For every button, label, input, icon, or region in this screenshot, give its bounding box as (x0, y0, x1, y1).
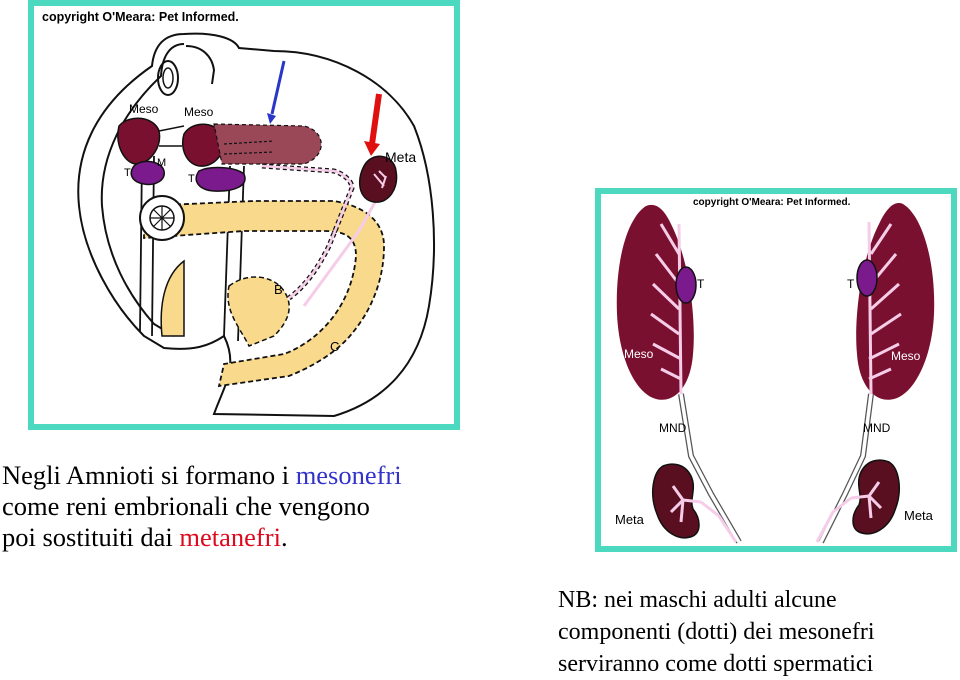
label-b: B (274, 282, 283, 297)
label-meso-left: Meso (129, 102, 159, 116)
testis-left (675, 266, 697, 304)
neural-tube (157, 60, 179, 96)
label-c: C (330, 339, 339, 354)
label-mnd-left: MND (659, 421, 687, 435)
label-meso-left: Meso (624, 347, 654, 361)
label-t-right: T (847, 277, 855, 291)
term-metanefri: metanefri (179, 522, 281, 552)
mesonephros-right (856, 203, 935, 400)
blue-arrow (270, 60, 286, 115)
copyright-text-2: copyright O'Meara: Pet Informed. (693, 197, 851, 208)
copyright-text: copyright O'Meara: Pet Informed. (42, 10, 239, 24)
label-m: M (157, 157, 166, 169)
caption-line-2: come reni embrionali che vengono (2, 491, 370, 521)
mesonephros-extension (213, 123, 322, 165)
nb-caption: NB: nei maschi adulti alcune componenti … (558, 584, 875, 680)
embryo-outline (77, 32, 435, 418)
label-meta: Meta (385, 149, 416, 165)
metanephros-right (852, 459, 901, 535)
nb-line-3: serviranno come dotti spermatici (558, 651, 874, 677)
term-mesonefri: mesonefri (295, 460, 402, 490)
embryo-illustration: Meso Meso Meta T M T B C (77, 32, 435, 418)
testis-right (856, 259, 878, 297)
nb-line-1: NB: nei maschi adulti alcune (558, 587, 837, 613)
label-t-left: T (697, 277, 705, 291)
nb-line-2: componenti (dotti) dei mesonefri (558, 619, 875, 645)
adult-diagram-panel: copyright O'Meara: Pet Informed. T T Mes… (595, 188, 957, 552)
mesonephros-left (616, 204, 694, 400)
embryo-diagram-panel: copyright O'Meara: Pet Informed. (28, 0, 460, 430)
gut-tube (143, 200, 385, 388)
label-mnd-right: MND (863, 421, 891, 435)
label-meta-right: Meta (904, 508, 934, 523)
caption-line-1: Negli Amnioti si formano i mesonefri (2, 460, 402, 490)
label-meso-right: Meso (184, 105, 214, 119)
caption-line-3: poi sostituiti dai metanefri. (2, 522, 288, 552)
main-caption: Negli Amnioti si formano i mesonefri com… (2, 460, 402, 553)
red-arrow (369, 93, 382, 145)
label-meso-right: Meso (891, 349, 921, 363)
mesonephros-left (117, 117, 161, 165)
testis-left (130, 160, 165, 186)
label-meta-left: Meta (615, 512, 645, 527)
label-t: T (124, 167, 131, 179)
adult-illustration: T T Meso Meso MND MND Meta Meta (615, 203, 935, 544)
label-t2: T (188, 173, 195, 185)
metanephros-left (651, 463, 700, 539)
